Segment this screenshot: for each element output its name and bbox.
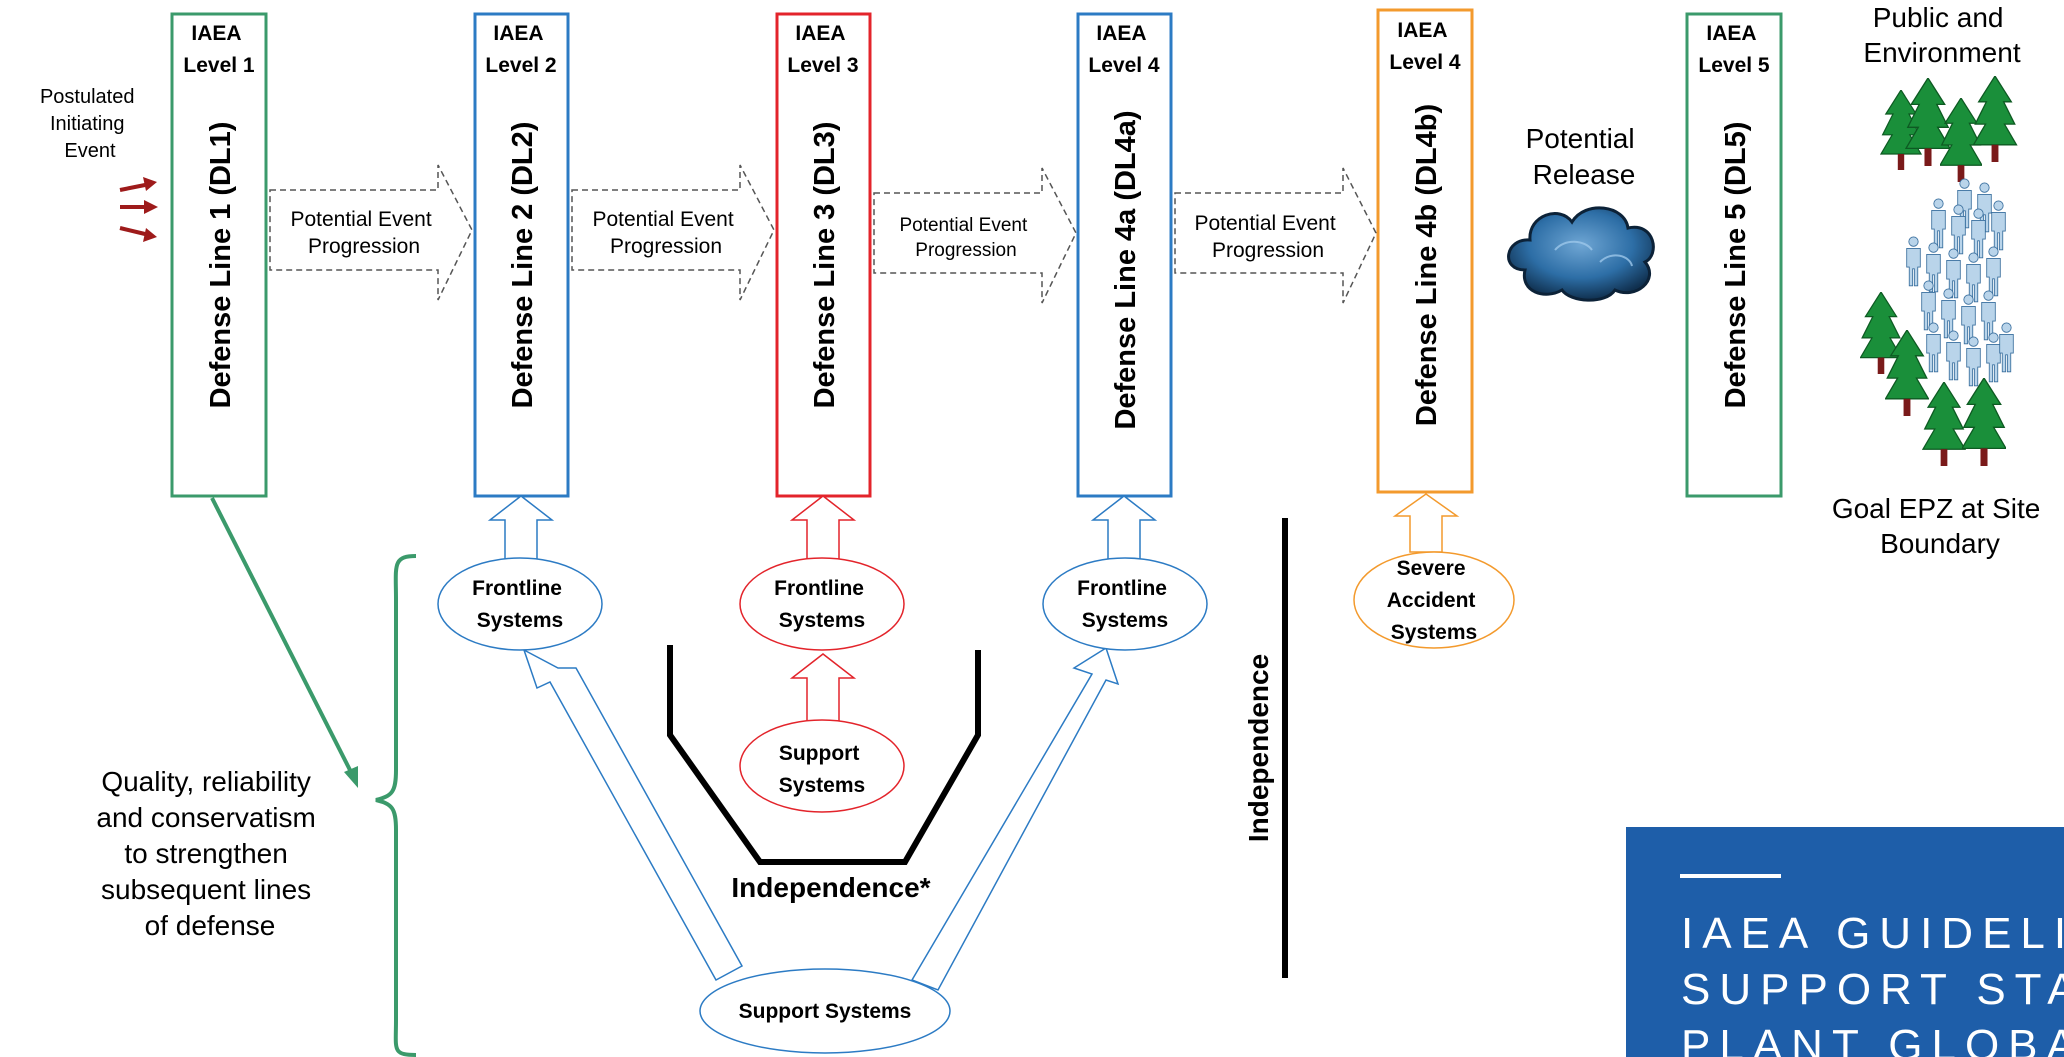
diagonal-arrow-to-frontline-dl2 [522, 648, 744, 982]
quality-arrow [210, 497, 358, 788]
defense-line-box [170, 12, 268, 498]
defense-line-dl1: IAEA Level 1 Defense Line 1 (DL1) [170, 12, 268, 498]
iaea-level-label: IAEA Level 1 [183, 22, 255, 77]
independence-star-label: Independence* [731, 872, 930, 903]
frontline-systems-dl4a: Frontline Systems [1042, 557, 1208, 651]
independence-bracket [667, 645, 981, 865]
public-environment-label: Public and Environment [1863, 2, 2020, 68]
system-label: Frontline Systems [472, 577, 568, 632]
initiating-arrowhead [143, 228, 157, 242]
system-ellipse [1353, 551, 1515, 649]
progression-label-3: Potential Event Progression [899, 215, 1032, 261]
iaea-level-label: IAEA Level 3 [787, 22, 858, 77]
up-arrow-dl4b [1392, 493, 1460, 553]
system-label: Support Systems [779, 742, 865, 797]
up-arrow-support-to-frontline [789, 653, 857, 729]
frontline-systems-dl2: Frontline Systems [437, 557, 603, 651]
progression-arrow-3 [873, 167, 1077, 304]
iaea-level-label: IAEA Level 5 [1698, 22, 1770, 77]
system-label: Frontline Systems [774, 577, 870, 632]
initiating-event-arrows [119, 177, 158, 242]
progression-label-1: Potential Event Progression [290, 208, 437, 258]
severe-accident-systems: Severe Accident Systems [1353, 551, 1515, 649]
quality-arrowhead [344, 766, 358, 788]
defense-line-dl4a: IAEA Level 4 Defense Line 4a (DL4a) [1076, 12, 1173, 498]
iaea-level-label: IAEA Level 2 [485, 22, 556, 77]
tree-icon [1922, 382, 1966, 466]
support-systems-dl3: Support Systems [739, 719, 905, 813]
defense-line-dl4b: IAEA Level 4 Defense Line 4b (DL4b) [1376, 8, 1474, 494]
initiating-arrowhead [143, 177, 157, 191]
progression-arrow-4 [1174, 167, 1377, 304]
progression-label-4: Potential Event Progression [1194, 212, 1341, 262]
trees-top [1880, 76, 2018, 182]
diagonal-arrow-to-frontline-dl4a [910, 646, 1120, 991]
initiating-arrowhead [144, 200, 158, 214]
defense-line-label: Defense Line 4a (DL4a) [1110, 110, 1142, 429]
iaea-level-label: IAEA Level 4 [1088, 22, 1160, 77]
banner-rule [1680, 874, 1781, 878]
support-systems-bottom: Support Systems [699, 968, 951, 1054]
banner-line: IAEA GUIDELIN [1681, 909, 2064, 958]
defense-line-label: Defense Line 1 (DL1) [205, 122, 237, 409]
system-ellipse [739, 557, 905, 651]
tree-icon [1972, 76, 2018, 162]
progression-arrow-1 [269, 164, 473, 301]
defense-line-box [1685, 12, 1783, 498]
defense-line-dl3: IAEA Level 3 Defense Line 3 (DL3) [775, 12, 872, 498]
defense-line-dl2: IAEA Level 2 Defense Line 2 (DL2) [473, 12, 570, 498]
goal-epz-label: Goal EPZ at Site Boundary [1832, 493, 2048, 559]
system-label: Frontline Systems [1077, 577, 1173, 632]
progression-label-2: Potential Event Progression [592, 208, 739, 258]
quality-note: Quality, reliability and conservatism to… [96, 766, 323, 941]
system-ellipse [437, 557, 603, 651]
iaea-level-label: IAEA Level 4 [1389, 19, 1461, 74]
quality-brace [375, 554, 417, 1057]
defense-line-dl5: IAEA Level 5 Defense Line 5 (DL5) [1685, 12, 1783, 498]
initiating-arrow [119, 183, 146, 192]
iaea-guidelines-banner: IAEA GUIDELIN SUPPORT STAN PLANT GLOBAL [1626, 827, 2064, 1057]
defense-line-label: Defense Line 4b (DL4b) [1411, 104, 1443, 426]
defense-line-label: Defense Line 5 (DL5) [1720, 122, 1752, 409]
system-ellipse [699, 968, 951, 1054]
potential-release-label: Potential Release [1526, 123, 1643, 190]
system-ellipse [1042, 557, 1208, 651]
banner-line: SUPPORT STAN [1681, 965, 2064, 1014]
tree-icon [1962, 378, 2006, 466]
progression-arrow-2 [571, 164, 775, 301]
postulated-initiating-event-label: Postulated Initiating Event [40, 86, 140, 162]
system-label: Severe Accident Systems [1387, 557, 1482, 644]
defense-line-box [473, 12, 570, 498]
frontline-systems-dl3: Frontline Systems [739, 557, 905, 651]
system-label: Support Systems [739, 1000, 912, 1023]
independence-vertical-label: Independence [1243, 654, 1274, 842]
defense-line-label: Defense Line 2 (DL2) [507, 122, 539, 409]
defense-line-box [1376, 8, 1474, 494]
initiating-arrow [119, 226, 146, 236]
banner-line: PLANT GLOBAL [1681, 1021, 2064, 1057]
cloud-icon [1507, 206, 1655, 302]
system-ellipse [739, 719, 905, 813]
defense-line-box [1076, 12, 1173, 498]
defense-line-label: Defense Line 3 (DL3) [809, 122, 841, 409]
